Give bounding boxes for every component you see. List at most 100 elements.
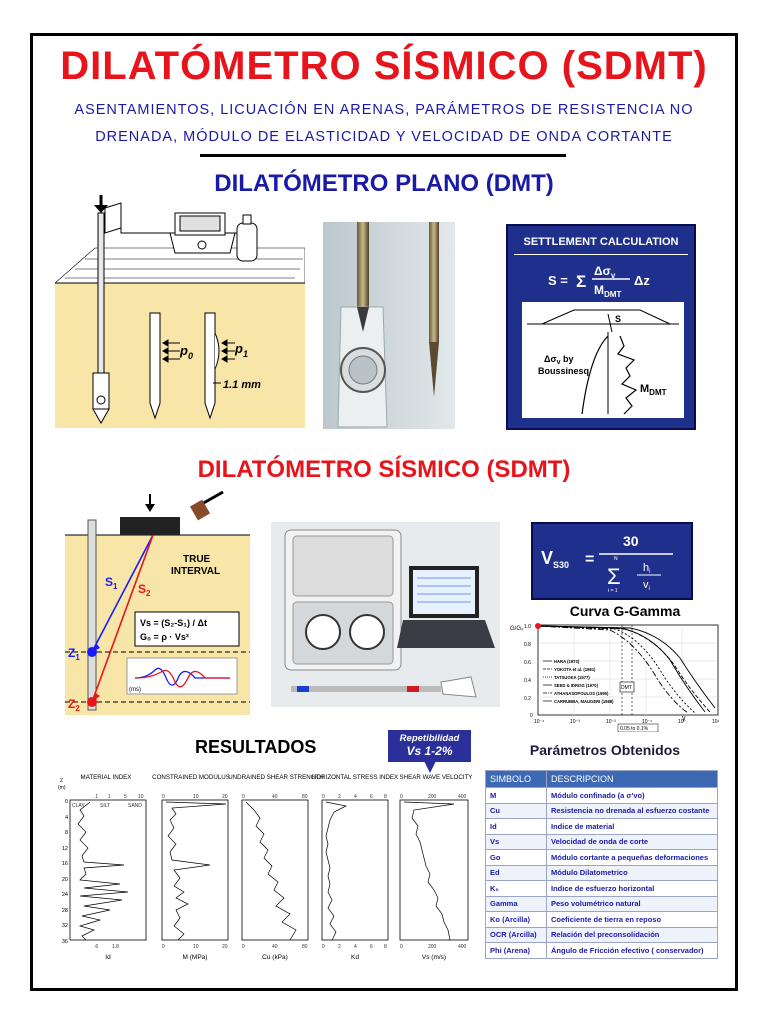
svg-text:.6: .6 <box>94 944 98 950</box>
svg-text:0: 0 <box>400 794 403 800</box>
svg-text:0: 0 <box>400 944 403 950</box>
svg-text:hi: hi <box>643 562 650 575</box>
symbol-cell: Id <box>485 818 547 835</box>
svg-text:G₀ = ρ · Vs²: G₀ = ρ · Vs² <box>140 632 189 642</box>
svg-text:0.05 to 0.1%: 0.05 to 0.1% <box>620 726 649 732</box>
svg-text:16: 16 <box>62 861 68 867</box>
svg-text:2: 2 <box>338 944 341 950</box>
table-row: Phi (Arena)Ángulo de Fricción efectivo (… <box>485 942 718 959</box>
svg-text:10⁻²: 10⁻² <box>606 719 616 725</box>
symbol-cell: M <box>485 787 547 804</box>
svg-text:5: 5 <box>124 794 127 800</box>
svg-text:Δz: Δz <box>634 273 650 288</box>
svg-text:SAND: SAND <box>128 803 142 809</box>
svg-text:1: 1 <box>108 794 111 800</box>
symbol-cell: K₀ <box>485 880 547 897</box>
svg-text:28: 28 <box>62 908 68 914</box>
svg-text:40: 40 <box>272 794 278 800</box>
svg-text:10: 10 <box>193 794 199 800</box>
badge-line-2: Vs 1-2% <box>406 744 453 758</box>
svg-text:ATHANASOPOULOS (1995): ATHANASOPOULOS (1995) <box>554 691 609 696</box>
badge-line-1: Repetibilidad <box>399 733 460 744</box>
table-row: Ko (Arcilla)Coeficiente de tierra en rep… <box>485 911 718 928</box>
svg-text:0: 0 <box>162 794 165 800</box>
svg-text:i = 1: i = 1 <box>608 588 618 594</box>
svg-text:10: 10 <box>138 794 144 800</box>
dmt-field-diagram: p0 p1 1.1 mm <box>54 193 306 428</box>
subtitle-line-1: ASENTAMIENTOS, LICUACIÓN EN ARENAS, PARÁ… <box>74 102 694 118</box>
svg-text:TATSUOKA (1977): TATSUOKA (1977) <box>554 675 590 680</box>
description-cell: Módulo confinado (a σ'vo) <box>546 787 718 804</box>
svg-text:vi: vi <box>643 579 650 592</box>
dmt-section-title: DILATÓMETRO PLANO (DMT) <box>214 170 554 197</box>
column-header-symbol: SIMBOLO <box>485 770 547 788</box>
svg-text:VS30: VS30 <box>541 548 569 570</box>
svg-text:TRUE: TRUE <box>183 554 211 565</box>
svg-text:Vs (m/s): Vs (m/s) <box>422 954 446 961</box>
svg-text:20: 20 <box>62 877 68 883</box>
svg-text:0: 0 <box>530 713 533 719</box>
svg-text:0: 0 <box>322 944 325 950</box>
svg-text:80: 80 <box>302 944 308 950</box>
description-cell: Peso volumétrico natural <box>546 895 718 912</box>
table-row: OCR (Arcilla)Relación del preconsolidaci… <box>485 926 718 943</box>
svg-text:HORIZONTAL STRESS INDEX: HORIZONTAL STRESS INDEX <box>312 774 398 781</box>
svg-text:0: 0 <box>242 794 245 800</box>
svg-text:0: 0 <box>242 944 245 950</box>
settlement-profile-chart: S Δσv by Boussinesq MDMT <box>522 302 684 418</box>
svg-text:HARA (1973): HARA (1973) <box>554 659 580 664</box>
svg-text:Σ: Σ <box>607 564 621 589</box>
settlement-calculation-box: SETTLEMENT CALCULATION S = Σ Δσv MDMT Δz… <box>506 224 696 430</box>
sdmt-section-title: DILATÓMETRO SÍSMICO (SDMT) <box>197 456 571 483</box>
description-cell: Módulo cortante a pequeñas deformaciones <box>546 849 718 866</box>
svg-text:10⁻⁴: 10⁻⁴ <box>534 719 544 725</box>
svg-text:4: 4 <box>354 944 357 950</box>
svg-text:40: 40 <box>272 944 278 950</box>
svg-text:MDMT: MDMT <box>640 383 667 397</box>
svg-text:0.4: 0.4 <box>524 678 531 684</box>
svg-text:200: 200 <box>428 794 437 800</box>
svg-text:80: 80 <box>302 794 308 800</box>
svg-text:10⁰: 10⁰ <box>678 719 686 725</box>
svg-text:INTERVAL: INTERVAL <box>171 566 220 577</box>
svg-text:Vs = (S₂-S₁) / Δt: Vs = (S₂-S₁) / Δt <box>140 618 207 628</box>
svg-text:20: 20 <box>222 794 228 800</box>
p0-label: p0 <box>179 343 193 361</box>
svg-text:γ: γ <box>682 715 686 722</box>
svg-text:Δσv: Δσv <box>594 264 616 280</box>
resultados-title: RESULTADOS <box>195 737 317 757</box>
description-cell: Módulo Dilatometrico <box>546 864 718 881</box>
description-cell: Velocidad de onda de corte <box>546 833 718 850</box>
svg-text:SHEAR WAVE VELOCITY: SHEAR WAVE VELOCITY <box>400 774 473 781</box>
svg-text:S2: S2 <box>138 582 151 598</box>
svg-text:CONSTRAINED MODULUS: CONSTRAINED MODULUS <box>152 774 230 781</box>
symbol-cell: Ko (Arcilla) <box>485 911 547 928</box>
sdmt-equipment-photo <box>271 522 500 707</box>
svg-text:UNDRAINED SHEAR STRENGTH: UNDRAINED SHEAR STRENGTH <box>228 774 324 781</box>
svg-text:36: 36 <box>62 939 68 945</box>
svg-text:Z1: Z1 <box>68 646 80 662</box>
svg-text:SEED & IDRISS (1970): SEED & IDRISS (1970) <box>554 683 599 688</box>
symbol-cell: Gamma <box>485 895 547 912</box>
description-cell: Resistencia no drenada al esfuerzo costa… <box>546 802 718 819</box>
svg-text:10⁻¹: 10⁻¹ <box>642 719 652 725</box>
settlement-formula: S = Σ Δσv MDMT Δz <box>508 258 694 299</box>
svg-text:8: 8 <box>384 794 387 800</box>
svg-text:6: 6 <box>370 794 373 800</box>
curva-g-gamma-title: Curva G-Gamma <box>569 603 681 619</box>
svg-text:Σ: Σ <box>576 272 586 291</box>
svg-text:Δσv by: Δσv by <box>544 354 574 366</box>
repetibilidad-badge: Repetibilidad Vs 1-2% <box>388 730 471 762</box>
vs30-formula-box: VS30 = 30 N Σ i = 1 hi vi <box>531 522 693 600</box>
column-header-description: DESCRIPCION <box>546 770 718 788</box>
svg-text:2: 2 <box>338 794 341 800</box>
svg-text:Boussinesq: Boussinesq <box>538 366 589 376</box>
svg-text:G/G₀: G/G₀ <box>510 626 524 632</box>
svg-text:10⁻³: 10⁻³ <box>570 719 580 725</box>
